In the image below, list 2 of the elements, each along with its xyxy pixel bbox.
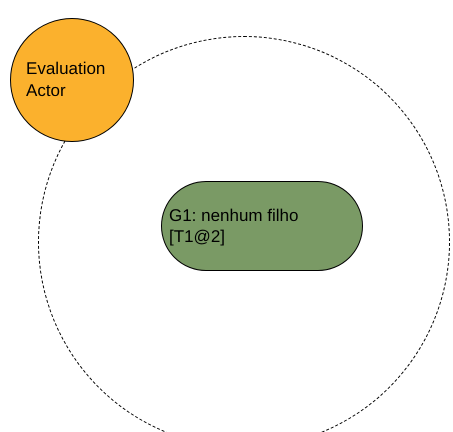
node-label: G1: nenhum filho [T1@2] — [169, 205, 300, 247]
node-label: Evaluation Actor — [25, 58, 106, 102]
